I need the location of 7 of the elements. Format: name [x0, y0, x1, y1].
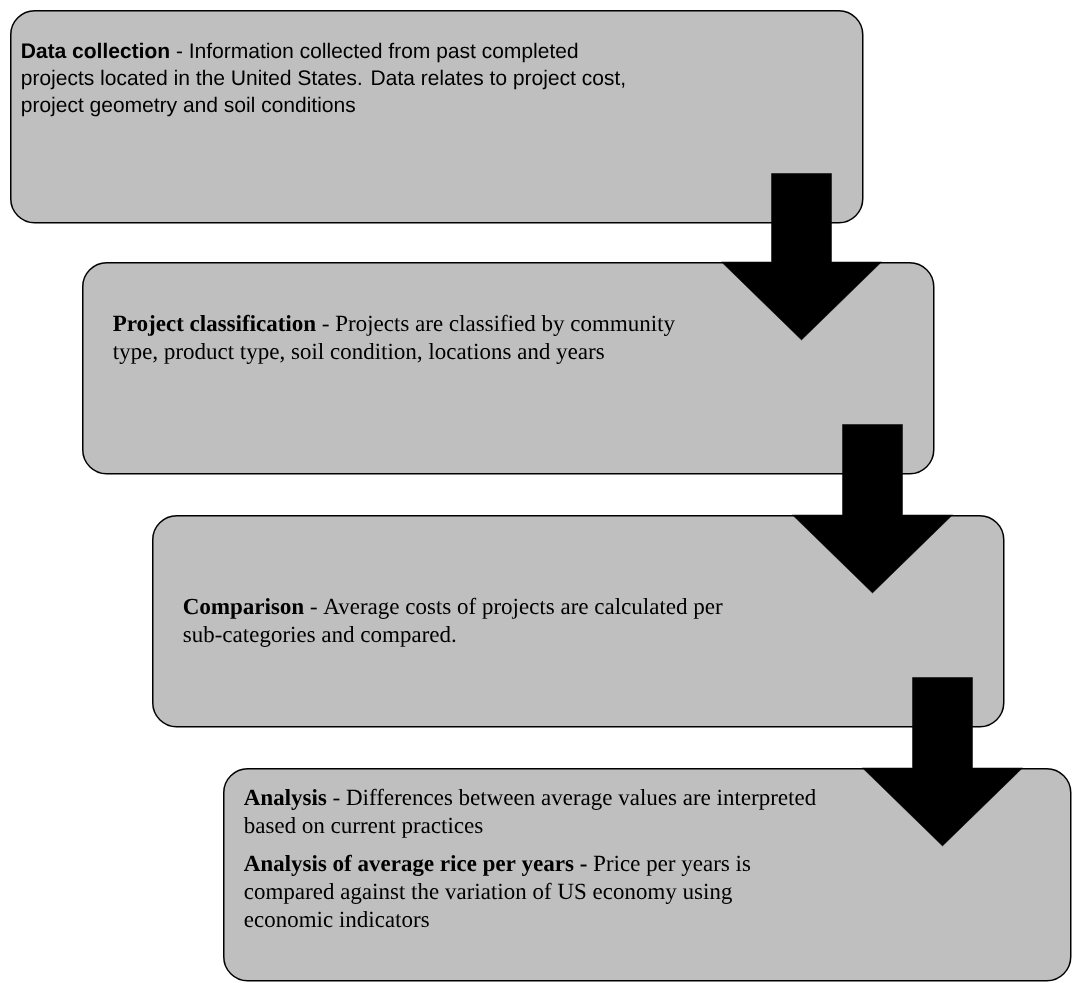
process-box: Data collection - Information collected from past completed projects located in the United States. Data relates to project cost, project geometry and soil conditions — [10, 10, 864, 224]
process-box: Project classification - Projects are classified by community type, product type, soil condition, locations and years — [82, 262, 935, 475]
process-box: Comparison - Average costs of projects are calculated per sub-categories and compared. — [152, 515, 1005, 728]
block-arrow — [721, 173, 882, 341]
block-arrow — [792, 424, 953, 594]
process-box: Analysis - Differences between average values are interpreted based on current practices Analysis of average rice per years - Price per years is compared against the variation of US economy using economic indicators — [223, 768, 1072, 982]
block-arrow — [862, 677, 1023, 847]
